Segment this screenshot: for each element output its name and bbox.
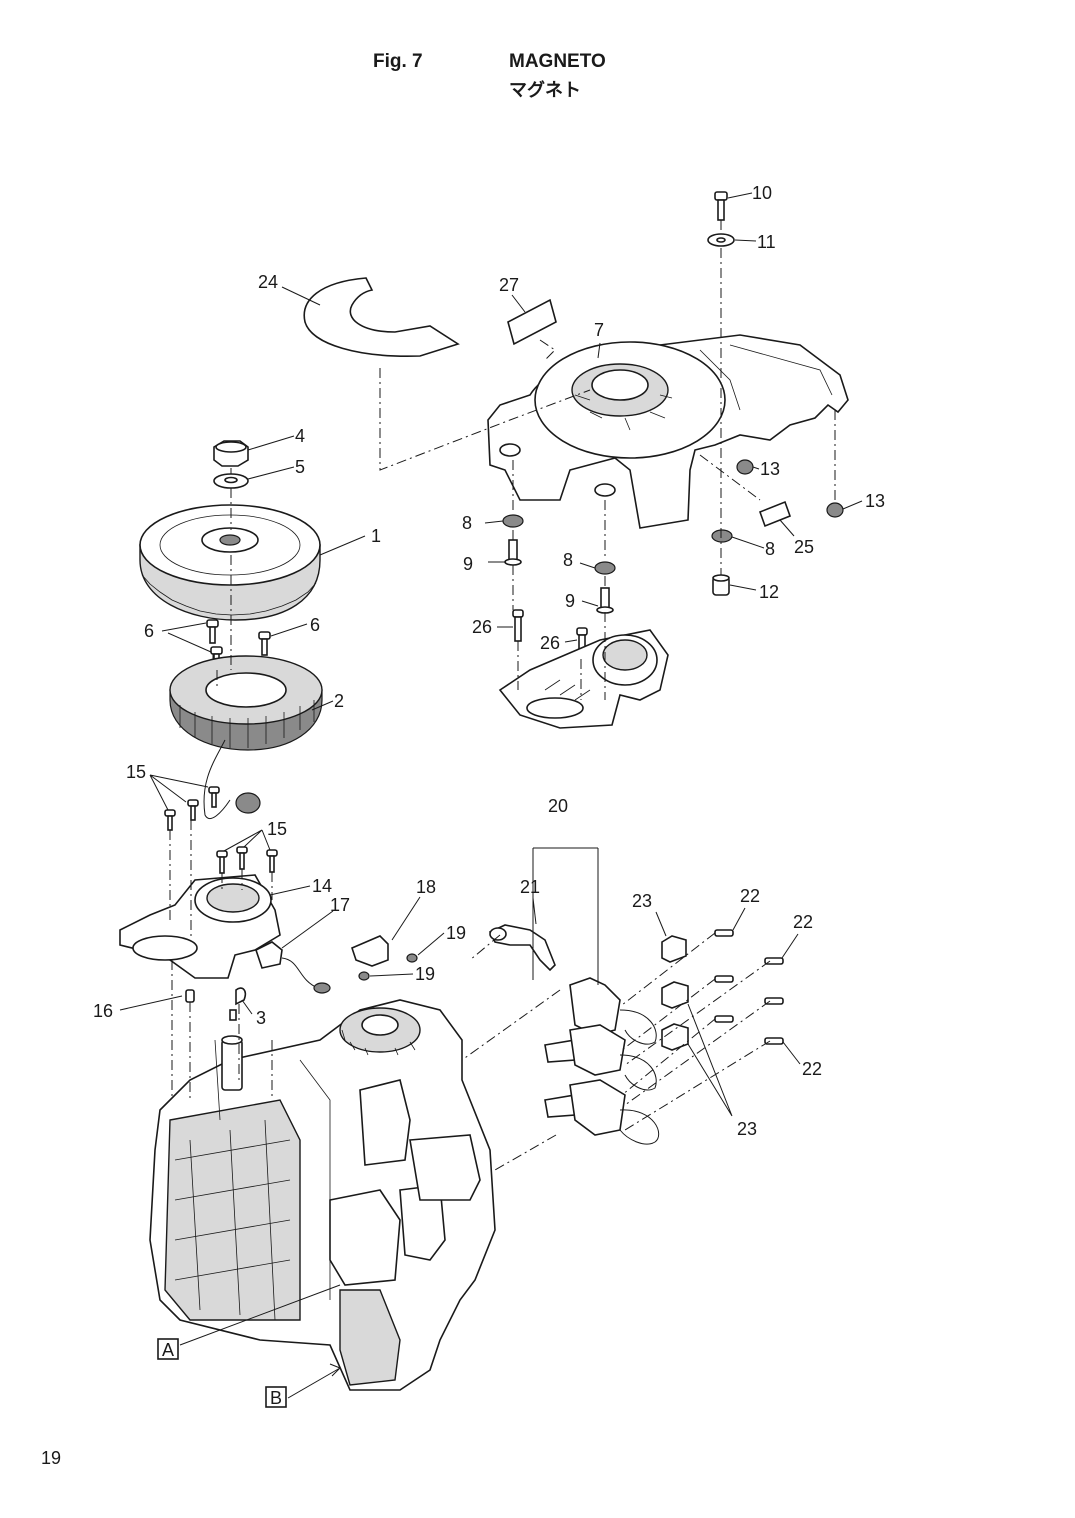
callout-9: 9 — [463, 554, 473, 574]
callout-8: 8 — [462, 513, 472, 533]
part-17-sensor — [255, 941, 331, 994]
callout-8: 8 — [563, 550, 573, 570]
callout-15: 15 — [267, 819, 287, 839]
figure-label: Fig. 7 — [373, 51, 423, 72]
part-16-dowel — [185, 989, 195, 1003]
callout-26: 26 — [540, 633, 560, 653]
part-21-plug-cap — [488, 924, 556, 972]
part-13-grommet — [736, 459, 844, 518]
part-25-label — [758, 500, 792, 528]
callout-23: 23 — [632, 891, 652, 911]
part-5-washer — [213, 473, 249, 489]
callout-21: 21 — [520, 877, 540, 897]
part-19-screw — [358, 953, 418, 981]
callout-19: 19 — [446, 923, 466, 943]
callout-17: 17 — [330, 895, 350, 915]
svg-text:B: B — [270, 1388, 282, 1408]
reference-box-a: A — [157, 1338, 179, 1360]
callout-numbers: 1 2 3 4 5 6 6 7 8 8 8 9 9 10 11 12 13 13… — [93, 183, 885, 1139]
part-24-plate — [303, 277, 460, 357]
callout-14: 14 — [312, 876, 332, 896]
engine-block — [149, 999, 496, 1391]
part-10-bolt — [714, 191, 728, 221]
callout-9: 9 — [565, 591, 575, 611]
callout-3: 3 — [256, 1008, 266, 1028]
callout-23: 23 — [737, 1119, 757, 1139]
callout-13: 13 — [760, 459, 780, 479]
callout-22: 22 — [802, 1059, 822, 1079]
part-11-washer — [707, 233, 735, 247]
callout-7: 7 — [594, 320, 604, 340]
callout-24: 24 — [258, 272, 278, 292]
callout-16: 16 — [93, 1001, 113, 1021]
callout-26: 26 — [472, 617, 492, 637]
callout-2: 2 — [334, 691, 344, 711]
callout-12: 12 — [759, 582, 779, 602]
reference-box-b: B — [265, 1386, 287, 1408]
callout-1: 1 — [371, 526, 381, 546]
callout-15: 15 — [126, 762, 146, 782]
part-23-bracket — [661, 935, 689, 1051]
part-8-grommet — [502, 514, 733, 575]
alignment-lines — [169, 220, 836, 1171]
callout-27: 27 — [499, 275, 519, 295]
part-1-flywheel — [139, 504, 321, 621]
callout-5: 5 — [295, 457, 305, 477]
callout-22: 22 — [793, 912, 813, 932]
part-7-flywheel-cover — [487, 334, 849, 529]
callout-10: 10 — [752, 183, 772, 203]
callout-18: 18 — [416, 877, 436, 897]
part-14-bracket — [119, 874, 281, 979]
page-number: 19 — [41, 1448, 62, 1468]
leader-lines — [119, 192, 863, 1399]
part-cover-bracket — [498, 629, 669, 729]
part-9-stud — [504, 539, 614, 614]
part-4-nut — [213, 440, 249, 467]
callout-13: 13 — [865, 491, 885, 511]
part-12-collar — [712, 574, 730, 596]
svg-text:A: A — [162, 1340, 174, 1360]
part-3-key — [229, 987, 247, 1021]
part-18-clamp — [351, 935, 389, 967]
callout-20: 20 — [548, 796, 568, 816]
callout-25: 25 — [794, 537, 814, 557]
callout-11: 11 — [757, 232, 776, 252]
callout-22: 22 — [740, 886, 760, 906]
part-27-label — [507, 298, 557, 346]
callout-19: 19 — [415, 964, 435, 984]
part-15-bolt — [164, 786, 278, 874]
callout-8: 8 — [765, 539, 775, 559]
callout-6: 6 — [310, 615, 320, 635]
title-english: MAGNETO — [509, 51, 606, 72]
title-japanese: マグネト — [509, 80, 581, 101]
callout-6: 6 — [144, 621, 154, 641]
part-2-stator — [169, 655, 323, 820]
part-20-ignition-coils — [544, 977, 660, 1145]
callout-4: 4 — [295, 426, 305, 446]
part-22-bolt — [714, 929, 784, 1045]
